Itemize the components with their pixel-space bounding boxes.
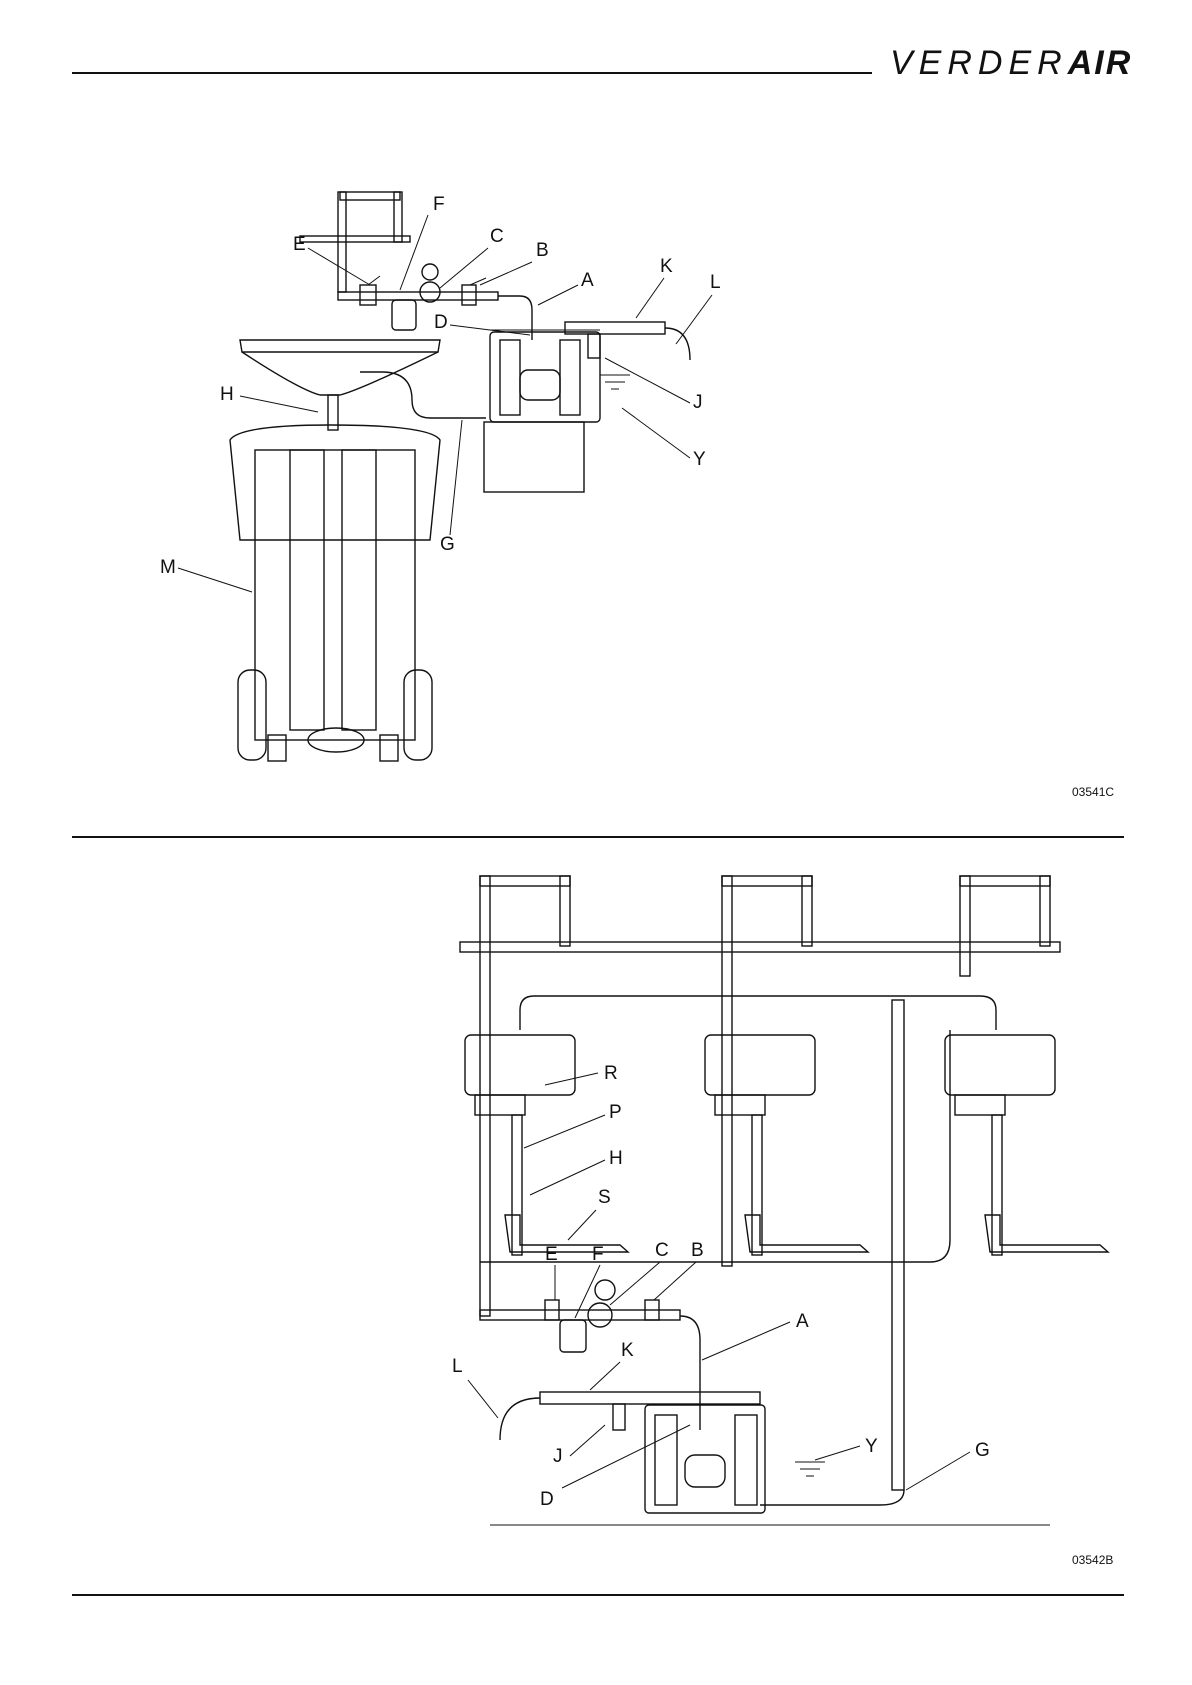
leader-lines-2 (468, 1073, 970, 1490)
air-header (300, 192, 498, 300)
callout-k-2: K (621, 1340, 634, 1361)
fluid-supply-line (480, 1030, 950, 1262)
fluid-container (484, 422, 584, 492)
callout-d-2: D (540, 1489, 554, 1510)
callout-a: A (581, 270, 594, 291)
brand-prefix: VERDER (890, 44, 1068, 82)
callout-c-2: C (655, 1240, 669, 1261)
air-line-a-2 (680, 1316, 700, 1430)
figure-2-wall-mount-installation: R P H S E F C B A K L J D Y G 03542B (0, 860, 1192, 1580)
callout-j: J (693, 392, 703, 413)
callout-j-2: J (553, 1446, 563, 1467)
callout-s: S (598, 1187, 611, 1208)
figure-separator (72, 836, 1124, 838)
callout-b: B (536, 240, 549, 261)
suction-line-g (360, 372, 486, 418)
callout-g-2: G (975, 1440, 990, 1461)
ground-symbol-y-2 (795, 1462, 825, 1476)
callout-d: D (434, 312, 448, 333)
figure-1-portable-installation: F E C B A K L D J H Y G M 03541C (0, 150, 1192, 810)
ground-symbol-y (600, 375, 630, 389)
brand-logo: VERDERAIR (890, 44, 1132, 83)
callout-k: K (660, 256, 673, 277)
callout-p: P (609, 1102, 622, 1123)
callout-f: F (433, 194, 445, 215)
fluid-outlet (565, 322, 690, 360)
callout-b-2: B (691, 1240, 704, 1261)
callout-e-2: E (545, 1244, 558, 1265)
callout-e: E (293, 234, 306, 255)
figure-1-code: 03541C (1072, 785, 1114, 799)
outlet-manifold-2 (500, 1392, 760, 1440)
dispense-station-3 (945, 1035, 1108, 1255)
air-controls (480, 1280, 680, 1352)
callout-h: H (220, 384, 234, 405)
callout-y-2: Y (865, 1436, 878, 1457)
filter-f (392, 300, 416, 330)
callout-g: G (440, 534, 455, 555)
drain-cart-m (230, 340, 440, 761)
header-rule (72, 72, 872, 74)
callout-c: C (490, 226, 504, 247)
regulator-c (420, 264, 440, 302)
callout-r: R (604, 1063, 618, 1084)
callout-l-2: L (452, 1356, 463, 1377)
callout-l: L (710, 272, 721, 293)
figure-2-code: 03542B (1072, 1553, 1113, 1567)
pump-2 (645, 1405, 765, 1513)
callout-a-2: A (796, 1311, 809, 1332)
dispense-station-2 (705, 1035, 868, 1255)
brand-suffix: AIR (1068, 44, 1133, 82)
footer-rule (72, 1594, 1124, 1596)
pump (490, 330, 600, 422)
callout-y: Y (693, 449, 706, 470)
callout-h-2: H (609, 1148, 623, 1169)
callout-m: M (160, 557, 176, 578)
callout-f-2: F (592, 1244, 604, 1265)
